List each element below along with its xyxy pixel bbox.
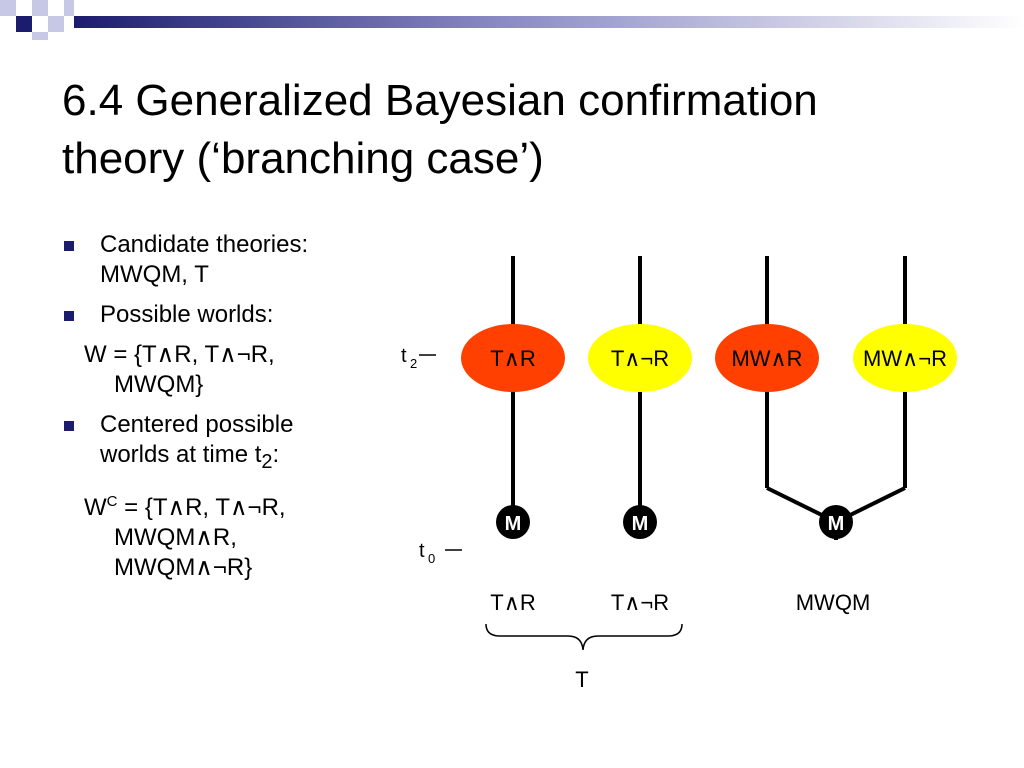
node-ellipse xyxy=(853,324,957,392)
node-mw-and-not-r: MW∧¬R xyxy=(853,324,957,392)
svg-text:M: M xyxy=(505,513,522,535)
node-ellipse xyxy=(715,324,819,392)
slide-title: 6.4 Generalized Bayesian confirmation th… xyxy=(62,72,1002,188)
bullet-square-icon xyxy=(64,241,74,251)
grouping-brace xyxy=(485,623,683,651)
svg-text:t: t xyxy=(419,540,425,562)
title-line-1: 6.4 Generalized Bayesian confirmation xyxy=(62,76,818,125)
centered-worlds-set: WC = {T∧R, T∧¬R, MWQM∧R, MWQM∧¬R} xyxy=(84,492,286,581)
t0-world-label-2: T∧¬R xyxy=(611,590,669,615)
bullet-square-icon xyxy=(64,421,74,431)
title-line-2: theory (‘branching case’) xyxy=(62,134,544,183)
svg-text:T∧R: T∧R xyxy=(490,346,535,371)
brace-label: T xyxy=(575,667,588,692)
svg-text:0: 0 xyxy=(428,551,435,566)
svg-text:M: M xyxy=(632,513,649,535)
svg-text:MW∧R: MW∧R xyxy=(731,346,802,371)
svg-text:MW∧¬R: MW∧¬R xyxy=(863,346,947,371)
decorative-header-bar xyxy=(0,0,1024,40)
bullet-candidate-theories: Candidate theories: MWQM, T xyxy=(64,230,394,290)
t0-world-label-3: MWQM xyxy=(796,590,871,615)
t0-world-label-1: T∧R xyxy=(490,590,535,615)
m-node-2: M xyxy=(623,505,657,539)
bullet-list: Candidate theories: MWQM, T Possible wor… xyxy=(64,230,394,593)
bullet-square-icon xyxy=(64,311,74,321)
svg-text:t: t xyxy=(401,345,407,367)
node-mw-and-r: MW∧R xyxy=(715,324,819,392)
bullet-centered-worlds: Centered possible worlds at time t2: xyxy=(64,410,394,477)
node-ellipse xyxy=(461,324,565,392)
bullet-possible-worlds: Possible worlds: xyxy=(64,300,394,330)
svg-text:2: 2 xyxy=(410,356,417,371)
node-t-and-r: T∧R xyxy=(461,324,565,392)
m-node-1: M xyxy=(496,505,530,539)
possible-worlds-set: W = {T∧R, T∧¬R, MWQM} xyxy=(84,341,275,398)
node-t-and-not-r: T∧¬R xyxy=(588,324,692,392)
time-label-t2: t 2 xyxy=(401,345,436,371)
node-ellipse xyxy=(588,324,692,392)
time-label-t0: t 0 xyxy=(419,540,462,566)
svg-text:M: M xyxy=(828,513,845,535)
m-node-3: M xyxy=(819,505,853,539)
svg-text:T∧¬R: T∧¬R xyxy=(611,346,669,371)
